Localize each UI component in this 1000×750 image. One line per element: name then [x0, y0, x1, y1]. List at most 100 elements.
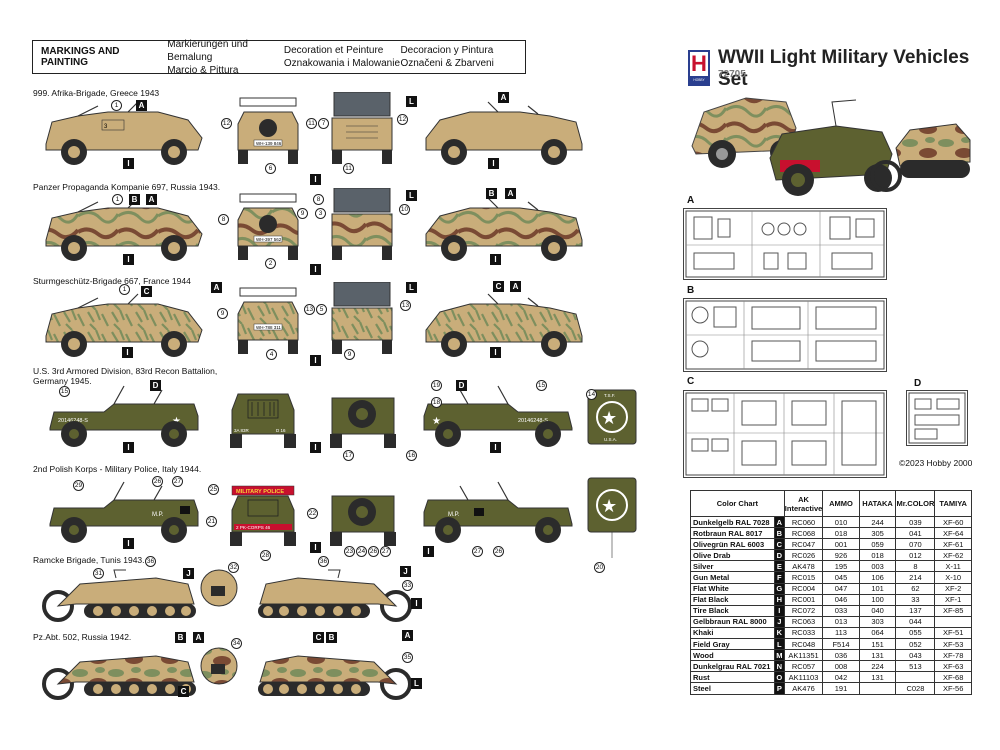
color-name: Tire Black — [690, 604, 775, 617]
color-name: Gun Metal — [690, 571, 775, 584]
sprue-a-label: A — [687, 195, 695, 206]
color-code-hataka — [858, 682, 897, 695]
color-code-tamiya: XF-56 — [934, 682, 972, 695]
color-code-mr: 33 — [895, 593, 936, 606]
callout-25: 25 — [208, 484, 219, 495]
jeep1-spare-bottom: U.S.A. — [604, 437, 617, 442]
kettenkrad-1-right-profile — [258, 569, 412, 622]
kubelwagen-3-right-profile — [425, 293, 583, 357]
color-code-tamiya: XF-68 — [934, 671, 972, 684]
callout-15: 15 — [59, 386, 70, 397]
color-letter: J — [773, 615, 785, 628]
color-code-ak: RC057 — [783, 660, 824, 673]
kit-title: WWII Light Military Vehicles Set — [718, 47, 970, 90]
jeep-1-spare-cover: ★ T.S.F. U.S.A. — [587, 389, 637, 445]
chart-header-hataka: HATAKA — [858, 490, 897, 517]
color-code-tamiya: XF-2 — [934, 582, 972, 595]
tag-j: J — [183, 568, 194, 579]
jeep2-plate: 2 PK-CORPS 46 — [236, 525, 271, 530]
color-code-hataka: 040 — [858, 604, 897, 617]
callout-21: 21 — [206, 516, 217, 527]
svg-text:★: ★ — [432, 416, 441, 427]
tag-b: B — [486, 188, 497, 199]
callout-1: 1 — [111, 100, 122, 111]
jeep1-serial-right: 20146248-S — [518, 418, 548, 424]
kubelwagen-1-rear — [331, 92, 393, 164]
tag-b: B — [326, 632, 337, 643]
header-title: MARKINGS AND PAINTING — [41, 46, 120, 68]
callout-5: 5 — [316, 304, 327, 315]
color-code-ak: AK11351 — [783, 649, 824, 662]
scheme-2-title: Panzer Propaganda Kompanie 697, Russia 1… — [33, 182, 221, 192]
tag-i: I — [123, 254, 134, 265]
color-code-ammo: 926 — [822, 549, 860, 562]
color-code-tamiya — [934, 615, 972, 628]
callout-15: 15 — [536, 380, 547, 391]
callout-7: 7 — [318, 118, 329, 129]
callout-33: 33 — [402, 580, 413, 591]
tag-i: I — [310, 355, 321, 366]
color-code-ak: RC068 — [783, 527, 824, 540]
tag-i: I — [123, 158, 134, 169]
kubel2-plate: WH-397 562 — [256, 237, 282, 242]
tag-i: I — [411, 598, 422, 609]
color-code-hataka: 106 — [858, 571, 897, 584]
hobby2000-logo: H HOBBY 2000 — [688, 50, 710, 90]
color-chart: Color Chart AK Interactive AMMO HATAKA M… — [690, 490, 972, 695]
callout-23: 23 — [344, 546, 355, 557]
color-code-ammo: 195 — [822, 560, 860, 573]
color-code-ammo: 010 — [822, 515, 860, 529]
scheme-3-title: Sturmgeschütz-Brigade 667, France 1944 — [33, 276, 191, 286]
color-letter: I — [773, 604, 785, 617]
color-letter: G — [773, 582, 785, 595]
kettenkrad-2-detail — [200, 647, 238, 685]
scheme-7-title: Pz.Abt. 502, Russia 1942. — [33, 632, 132, 642]
callout-6: 6 — [265, 163, 276, 174]
callout-17: 17 — [343, 450, 354, 461]
color-code-ak: AK478 — [783, 560, 824, 573]
tag-b: B — [129, 194, 140, 205]
color-code-hataka: 151 — [858, 638, 897, 651]
color-name: Steel — [690, 682, 775, 695]
sprue-c-label: C — [687, 376, 695, 387]
color-code-tamiya: XF-1 — [934, 593, 972, 606]
color-code-hataka: 303 — [858, 615, 897, 628]
header-col-2: Decoration et Peinture Oznakowania i Mal… — [283, 45, 401, 69]
kettenkrad-2-right-profile — [258, 655, 412, 700]
chart-header-name: Color Chart — [690, 490, 785, 517]
callout-4: 4 — [266, 349, 277, 360]
color-code-ak: RC063 — [783, 615, 824, 628]
kubelwagen-1-left-profile: 3 — [45, 101, 203, 165]
markings-header: MARKINGS AND PAINTING Markierungen und B… — [32, 39, 526, 76]
color-letter: D — [773, 549, 785, 562]
color-letter: N — [773, 660, 785, 673]
sprue-b — [683, 298, 887, 372]
color-code-ak: RC004 — [783, 582, 824, 595]
jeep-2-left-profile: M.P. — [49, 481, 199, 543]
color-code-ak: RC047 — [783, 538, 824, 551]
tag-i: I — [423, 546, 434, 557]
color-code-ak: RC048 — [783, 638, 824, 651]
color-code-ak: AK11103 — [783, 671, 824, 684]
scheme-5-title: 2nd Polish Korps - Military Police, Ital… — [33, 464, 202, 474]
color-name: Flat White — [690, 582, 775, 595]
tag-c: C — [493, 281, 504, 292]
kubelwagen-2-right-profile — [425, 197, 583, 261]
color-code-mr: 041 — [895, 527, 936, 540]
color-code-ak: RC060 — [783, 515, 824, 529]
color-letter: H — [773, 593, 785, 606]
callout-12: 12 — [397, 114, 408, 125]
color-code-hataka: 100 — [858, 593, 897, 606]
color-name: Dunkelgelb RAL 7028 — [690, 515, 775, 529]
color-code-hataka: 059 — [858, 538, 897, 551]
tag-l: L — [406, 96, 417, 107]
color-code-mr: 070 — [895, 538, 936, 551]
color-code-tamiya: XF-60 — [934, 515, 972, 529]
jeep-2-front: MILITARY POLICE 2 PK-CORPS 46 — [230, 485, 296, 546]
callout-26: 26 — [368, 546, 379, 557]
jeep1-spare-top: T.S.F. — [604, 393, 615, 398]
